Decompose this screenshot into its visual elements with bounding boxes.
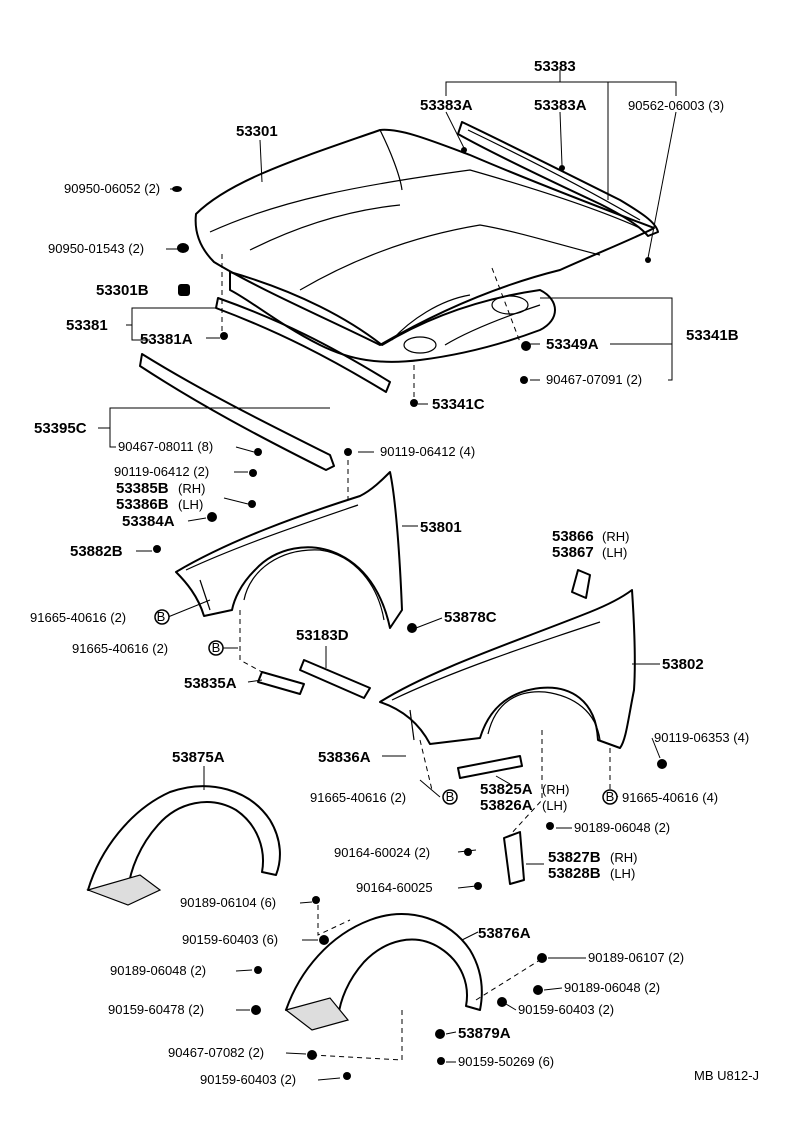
label-53384A: 53384A [122,513,175,530]
label-90164-60024: 90164-60024 (2) [334,845,430,860]
hood-front-seal [215,297,391,393]
label-53866: 53866 [552,528,594,545]
label-90159-60478: 90159-60478 (2) [108,1002,204,1017]
label-53301B: 53301B [96,282,149,299]
label-53828B: 53828B [548,865,601,882]
label-91665-40616-2a: 91665-40616 (2) [30,610,126,625]
fender-insulator-53866 [571,569,591,599]
label-53341B: 53341B [686,327,739,344]
label-91665-40616-2c: 91665-40616 (2) [310,790,406,805]
label-53349A: 53349A [546,336,599,353]
label-53183D: 53183D [296,627,349,644]
label-53386B: 53386B [116,496,169,513]
label-90189-06107: 90189-06107 (2) [588,950,684,965]
marker-b: B [606,789,615,804]
label-53825A-side: (RH) [542,782,569,797]
label-90189-06104: 90189-06104 (6) [180,895,276,910]
label-53383A: 53383A [420,97,473,114]
label-90467-08011: 90467-08011 (8) [118,439,213,454]
label-53301: 53301 [236,123,278,140]
leader-lines [98,70,677,1081]
label-53825A: 53825A [480,781,533,798]
label-53395C: 53395C [34,420,87,437]
label-53383: 53383 [534,58,576,75]
label-90164-60025: 90164-60025 [356,880,433,895]
label-53875A: 53875A [172,749,225,766]
label-53827B: 53827B [548,849,601,866]
cowl-seal [457,121,659,237]
label-53882B: 53882B [70,543,123,560]
label-90189-06048-2c: 90189-06048 (2) [564,980,660,995]
label-90119-06412-4: 90119-06412 (4) [380,444,475,459]
label-53876A: 53876A [478,925,531,942]
label-90467-07091: 90467-07091 (2) [546,372,642,387]
label-53827B-side: (RH) [610,850,637,865]
label-90159-60403-2a: 90159-60403 (2) [518,1002,614,1017]
hood-inner-frame [229,271,556,363]
label-53826A-side: (LH) [542,798,567,813]
fender-liner-right [284,913,483,1031]
front-fender-right [379,589,636,749]
label-53381A: 53381A [140,331,193,348]
label-53801: 53801 [420,519,462,536]
fender-seal-53183D [299,659,371,699]
label-53381: 53381 [66,317,108,334]
hood-side-seal [139,353,335,471]
fender-seal-53825A [457,755,523,779]
label-53386B-side: (LH) [178,497,203,512]
label-90159-60403-2b: 90159-60403 (2) [200,1072,296,1087]
label-53836A: 53836A [318,749,371,766]
fender-bracket-53835A [257,671,305,695]
label-90159-60403-6: 90159-60403 (6) [182,932,278,947]
label-53866-side: (RH) [602,529,629,544]
part-labels: B B B B 53383 53383A 53383A 90562-06003 … [30,58,759,1087]
drawing-code: MB U812-J [694,1068,759,1083]
label-90467-07082: 90467-07082 (2) [168,1045,264,1060]
label-90119-06412-2: 90119-06412 (2) [114,464,209,479]
label-90119-06353: 90119-06353 (4) [654,730,749,745]
marker-b-icons [154,609,618,805]
hood-panel [194,128,655,346]
label-90159-50269: 90159-50269 (6) [458,1054,554,1069]
label-90950-01543: 90950-01543 (2) [48,241,144,256]
label-53878C: 53878C [444,609,497,626]
label-91665-40616-4: 91665-40616 (4) [622,790,718,805]
label-90562-06003: 90562-06003 (3) [628,98,724,113]
marker-b: B [157,609,166,624]
label-90189-06048-2b: 90189-06048 (2) [110,963,206,978]
label-53383A: 53383A [534,97,587,114]
label-53341C: 53341C [432,396,485,413]
label-53867: 53867 [552,544,594,561]
label-53879A: 53879A [458,1025,511,1042]
assembly-dash-lines [221,254,611,1061]
label-53385B-side: (RH) [178,481,205,496]
label-91665-40616-2b: 91665-40616 (2) [72,641,168,656]
label-53385B: 53385B [116,480,169,497]
label-53826A: 53826A [480,797,533,814]
label-53835A: 53835A [184,675,237,692]
marker-b: B [446,789,455,804]
label-53867-side: (LH) [602,545,627,560]
fastener-icons [153,147,667,1080]
label-90950-06052: 90950-06052 (2) [64,181,160,196]
front-fender-left [175,471,403,629]
label-53802: 53802 [662,656,704,673]
label-90189-06048-2a: 90189-06048 (2) [574,820,670,835]
fender-liner-left [86,785,281,906]
fender-bracket-53827B [503,831,525,885]
label-53828B-side: (LH) [610,866,635,881]
marker-b: B [212,640,221,655]
